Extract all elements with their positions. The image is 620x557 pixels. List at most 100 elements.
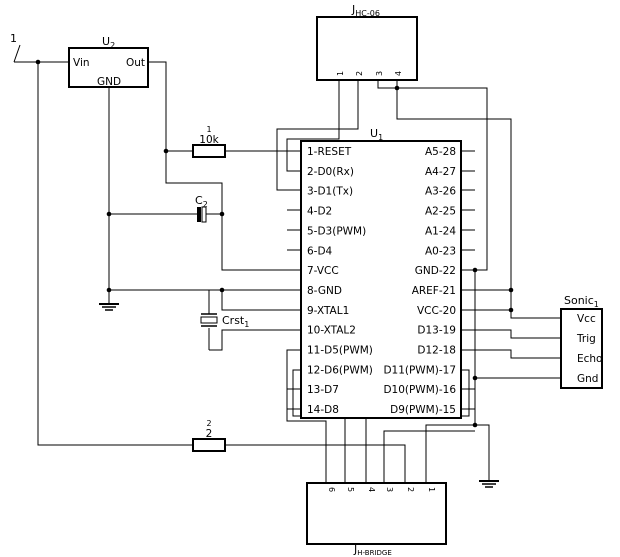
ground-symbol <box>479 480 499 488</box>
junction <box>508 287 514 293</box>
mcu-pin-right: A3-26 <box>425 186 456 198</box>
mcu-pin-left: 11-D5(PWM) <box>307 345 373 357</box>
sonic-designator: Sonic1 <box>564 294 599 309</box>
crystal-crst1: Crst1 <box>200 313 249 329</box>
wire-xtal2 <box>209 329 301 351</box>
junction <box>35 59 41 65</box>
wire-hc06-pin3 <box>377 80 488 271</box>
junction <box>472 422 478 428</box>
regulator-u2: U2 Vin Out GND <box>68 35 149 88</box>
resistor-2-number: 2 <box>206 419 211 428</box>
sonic-pin-vcc: Vcc <box>577 313 596 325</box>
mcu-pin-right: A1-24 <box>425 225 456 237</box>
mcu-pin-left: 13-D7 <box>307 384 339 396</box>
resistor-reset-number: 1 <box>206 125 211 134</box>
bluetooth-module-hc06: JHC-06 1 2 3 4 <box>316 3 418 81</box>
switch-lever <box>13 44 21 63</box>
junction <box>219 287 225 293</box>
mcu-right-pins: A5-28A4-27A3-26A2-25A1-24A0-23GND-22AREF… <box>383 146 456 416</box>
junction <box>219 211 225 217</box>
hbridge-pin-2: 2 <box>406 487 415 492</box>
mcu-pin-right: D11(PWM)-17 <box>383 364 456 376</box>
h-bridge-connector: JH-BRIDGE 6 5 4 3 2 1 <box>306 482 447 557</box>
wire-regulator-out <box>148 61 301 271</box>
hc06-pin-2: 2 <box>355 71 364 76</box>
junction <box>394 85 400 91</box>
mcu-pin-right: AREF-21 <box>412 285 456 297</box>
wire-hb-pin1 <box>425 424 475 482</box>
sonic-pin-gnd: Gnd <box>577 373 598 385</box>
junction <box>472 267 478 273</box>
wire-hc06-pin1 <box>286 80 340 172</box>
mcu-pin-right: D13-19 <box>417 325 456 337</box>
wire-sonic-echo <box>461 349 561 359</box>
hc06-pin-4: 4 <box>394 71 403 76</box>
regulator-pin-out: Out <box>126 57 145 69</box>
regulator-pin-vin: Vin <box>73 57 90 69</box>
junction <box>472 375 478 381</box>
mcu-pin-left: 4-D2 <box>307 206 332 218</box>
wires <box>13 44 561 482</box>
wire-sonic-vcc <box>510 310 561 319</box>
hc06-designator: JHC-06 <box>351 3 380 18</box>
ultrasonic-sensor-sonic1: Sonic1 Vcc Trig Echo Gnd <box>560 294 603 389</box>
wire-hb-pin5 <box>292 369 346 482</box>
hbridge-pin-3: 3 <box>385 487 394 492</box>
wire-gnd-rail <box>474 270 490 480</box>
mcu-pin-right: A0-23 <box>425 245 456 257</box>
mcu-designator: U1 <box>370 127 383 142</box>
wire-hb-pin6 <box>286 349 327 482</box>
resistor-2-value: 2 <box>206 428 213 440</box>
capacitor-c2: C2 <box>195 194 208 223</box>
mcu-pin-left: 2-D0(Rx) <box>307 166 354 178</box>
wire-sonic-trig <box>461 329 561 339</box>
mcu-pin-left: 14-D8 <box>307 404 339 416</box>
capacitor-designator: C2 <box>195 194 208 209</box>
mcu-pin-left: 7-VCC <box>307 265 339 277</box>
wire-xtal1 <box>209 289 301 311</box>
regulator-pin-gnd: GND <box>97 76 121 88</box>
mcu-pin-left: 6-D4 <box>307 245 333 257</box>
hbridge-pin-4: 4 <box>367 487 376 492</box>
ground-symbol <box>99 300 119 311</box>
mcu-pin-right: D9(PWM)-15 <box>390 404 456 416</box>
mcu-pin-right: A2-25 <box>425 206 456 218</box>
crystal-designator: Crst1 <box>222 314 249 329</box>
junction <box>508 307 514 313</box>
resistor-2: 2 2 <box>192 419 226 452</box>
sonic-pin-trig: Trig <box>576 333 596 345</box>
mcu-pin-right: D12-18 <box>417 345 456 357</box>
regulator-designator: U2 <box>102 35 115 50</box>
hbridge-pin-1: 1 <box>427 487 436 492</box>
switch-label: 1 <box>10 32 17 45</box>
hbridge-pin-5: 5 <box>346 487 355 492</box>
mcu-left-pins: 1-RESET 2-D0(Rx) 3-D1(Tx) 4-D2 5-D3(PWM) 6-D4… <box>307 146 373 416</box>
hbridge-designator: JH-BRIDGE <box>353 543 392 557</box>
wire-hc06-pin2 <box>276 80 359 191</box>
mcu-pin-left: 12-D6(PWM) <box>307 364 373 376</box>
junction <box>163 148 169 154</box>
junction <box>106 211 112 217</box>
wire-hb-pin3 <box>383 430 475 482</box>
mcu-pin-right: A5-28 <box>425 146 456 158</box>
junctions <box>35 59 514 428</box>
mcu-pin-right: D10(PWM)-16 <box>383 384 456 396</box>
microcontroller-u1: U1 1-RESET 2-D0(Rx) 3-D1(Tx) 4-D2 5-D3(PWM) 6… <box>300 127 462 419</box>
junction <box>106 287 112 293</box>
mcu-pin-left: 3-D1(Tx) <box>307 186 353 198</box>
hbridge-pin-6: 6 <box>327 487 336 492</box>
resistor-reset-value: 10k <box>199 134 219 146</box>
mcu-pin-left: 10-XTAL2 <box>307 325 356 337</box>
wire-hb-pin2 <box>225 444 406 482</box>
mcu-pin-left: 1-RESET <box>307 146 352 158</box>
resistor-reset: 1 10k <box>192 125 226 158</box>
mcu-pin-right: A4-27 <box>425 166 456 178</box>
mcu-pin-right: VCC-20 <box>417 305 456 317</box>
sonic-pin-echo: Echo <box>577 353 603 365</box>
wire-hb-pin4 <box>365 369 470 482</box>
mcu-pin-left: 8-GND <box>307 285 342 297</box>
wire-vin-to-resistor2 <box>37 62 193 446</box>
hc06-pin-3: 3 <box>375 71 384 76</box>
mcu-pin-left: 5-D3(PWM) <box>307 225 366 237</box>
